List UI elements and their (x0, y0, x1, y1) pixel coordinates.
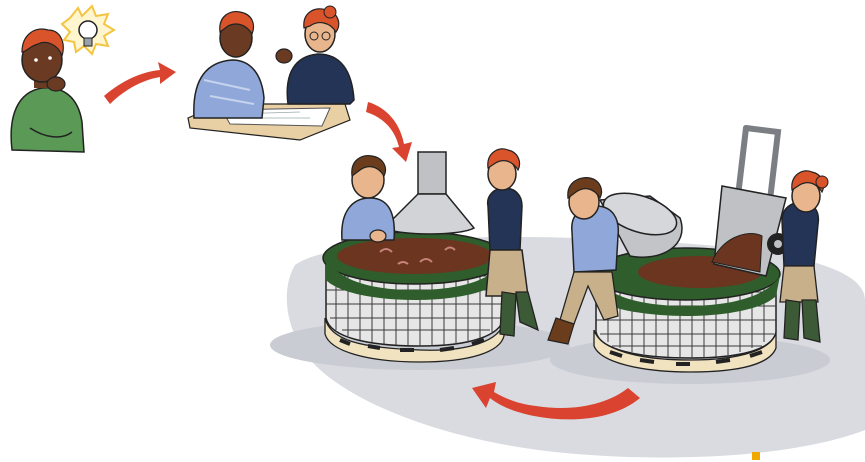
thinking-person (11, 29, 84, 152)
child-at-bin (342, 156, 395, 242)
cover-hood (384, 152, 474, 234)
arrow-icon (104, 62, 176, 104)
arrow-icon (366, 102, 412, 162)
wheelbarrow (712, 128, 789, 276)
lightbulb-icon (62, 6, 114, 54)
corner-marker (752, 452, 760, 460)
compost-bin-left (323, 232, 507, 362)
planning-scene (188, 6, 354, 140)
